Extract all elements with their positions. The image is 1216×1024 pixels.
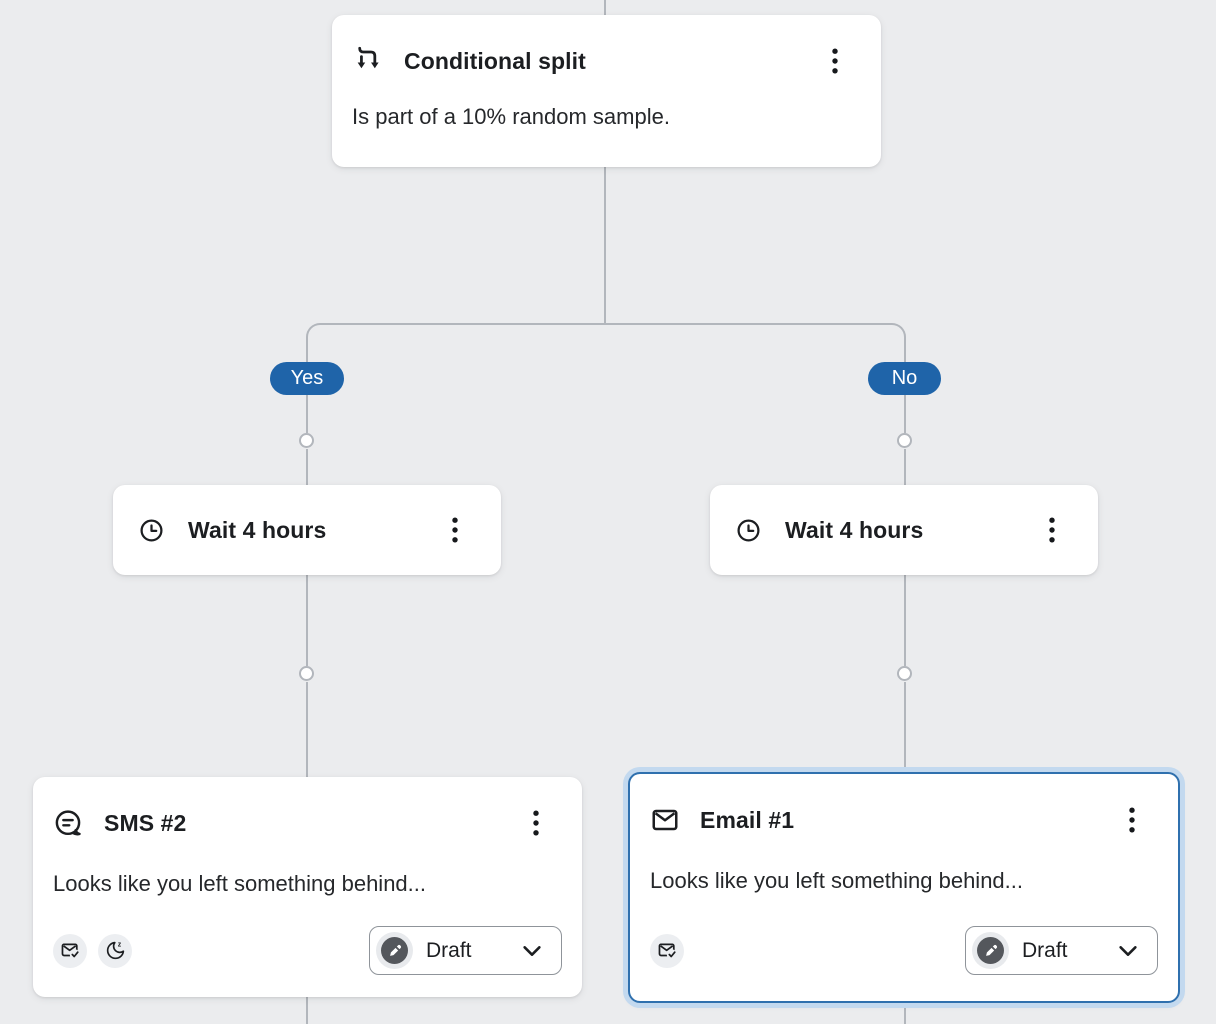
kebab-menu-icon[interactable] [821,44,849,78]
connector-line [904,1001,906,1024]
connector-dot[interactable] [299,433,314,448]
status-dropdown[interactable]: Draft [369,926,562,975]
quiet-hours-moon-icon: z [98,933,132,968]
wait-card-title: Wait 4 hours [785,516,924,543]
status-label: Draft [426,938,472,962]
connector-line [306,575,308,666]
sms-message-preview: Looks like you left something behind... [53,871,427,896]
kebab-menu-icon[interactable] [1038,513,1066,547]
sms-card[interactable]: SMS #2 Looks like you left something beh… [33,777,582,997]
draft-pencil-icon [972,932,1009,969]
clock-icon [735,517,762,544]
clock-icon [138,517,165,544]
connector-line [604,167,606,323]
connector-line [904,682,906,772]
branch-connector [306,323,906,433]
branch-badge-yes: Yes [270,362,344,395]
connector-dot[interactable] [897,433,912,448]
chevron-down-icon [519,938,545,964]
connector-dot[interactable] [897,666,912,681]
conditional-split-card[interactable]: Conditional split Is part of a 10% rando… [332,15,881,167]
sms-bubble-icon [53,808,84,839]
branch-badge-no: No [868,362,941,395]
connector-line [306,682,308,777]
conditional-split-description: Is part of a 10% random sample. [352,104,670,129]
chevron-down-icon [1115,938,1141,964]
connector-line [306,997,308,1024]
kebab-menu-icon[interactable] [441,513,469,547]
connector-dot[interactable] [299,666,314,681]
envelope-icon [650,805,680,835]
sms-card-title: SMS #2 [104,809,187,836]
connector-line [904,575,906,666]
conditional-split-title: Conditional split [404,47,586,74]
wait-card-title: Wait 4 hours [188,516,327,543]
email-check-icon [650,933,684,968]
email-card[interactable]: Email #1 Looks like you left something b… [628,772,1180,1003]
connector-line [306,449,308,485]
status-label: Draft [1022,938,1068,962]
email-card-title: Email #1 [700,806,795,833]
connector-line [604,0,606,15]
conditional-split-icon [352,45,386,77]
connector-line [904,449,906,485]
wait-card-no[interactable]: Wait 4 hours [710,485,1098,575]
kebab-menu-icon[interactable] [1118,803,1146,837]
svg-text:z: z [117,941,121,948]
draft-pencil-icon [376,932,413,969]
wait-card-yes[interactable]: Wait 4 hours [113,485,501,575]
email-message-preview: Looks like you left something behind... [650,868,1024,893]
kebab-menu-icon[interactable] [522,806,550,840]
status-dropdown[interactable]: Draft [965,926,1158,975]
email-check-icon [53,933,87,968]
